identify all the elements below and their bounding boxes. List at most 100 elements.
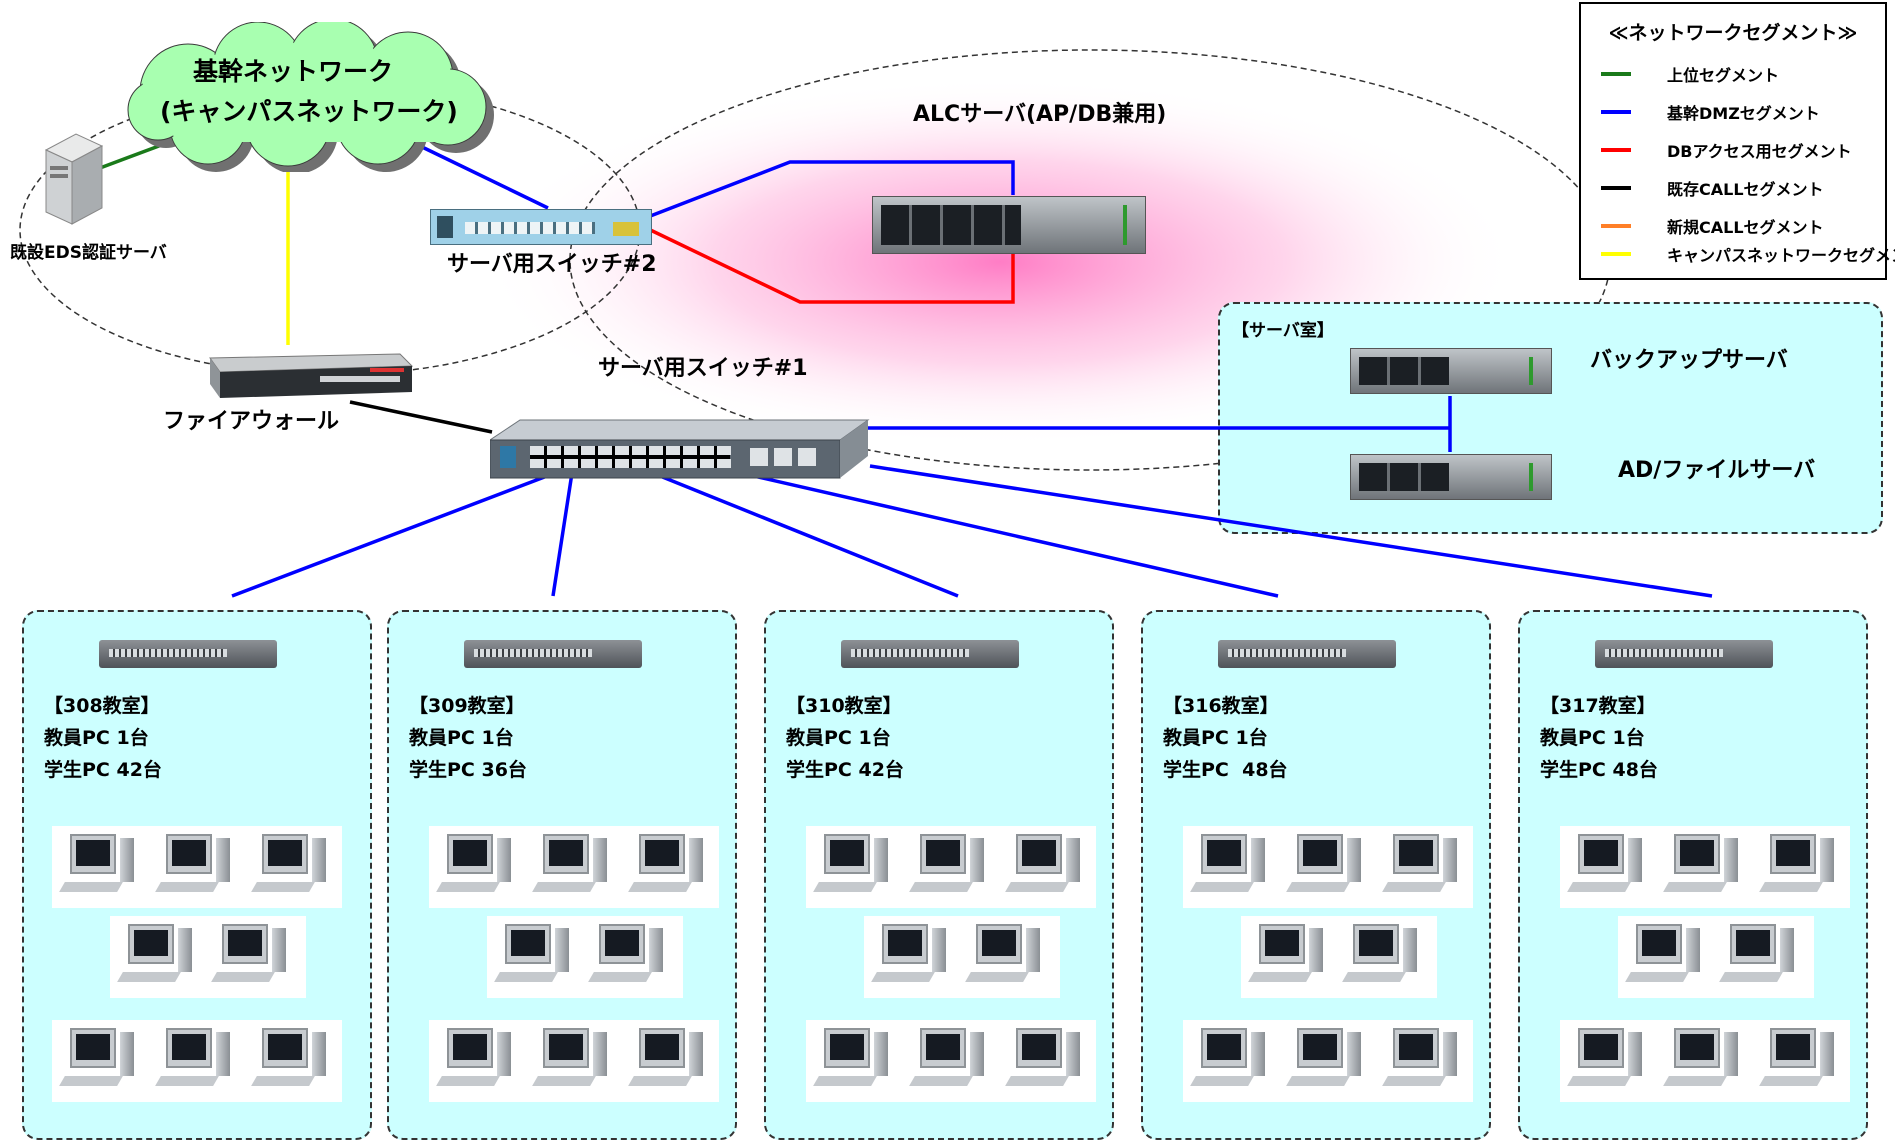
link-switch1-310 <box>659 474 959 598</box>
pc-icon <box>59 832 146 904</box>
pc-row <box>52 1020 342 1102</box>
pc-icon <box>628 1026 715 1098</box>
room-student-pc: 学生PC 36台 <box>409 759 527 781</box>
room-switch-icon <box>464 640 642 668</box>
room-student-pc: 学生PC 48台 <box>1540 759 1658 781</box>
pc-row <box>806 826 1096 908</box>
room-switch-icon <box>841 640 1019 668</box>
pc-icon <box>628 832 715 904</box>
server-switch-1-icon <box>490 419 870 479</box>
pc-icon <box>1759 1026 1846 1098</box>
pc-icon <box>813 1026 900 1098</box>
room-student-pc: 学生PC 48台 <box>1163 759 1288 781</box>
legend-item: 既存CALLセグメント <box>1601 174 1824 202</box>
server-room-title: 【サーバ室】 <box>1232 321 1334 341</box>
pc-icon <box>211 922 298 994</box>
pc-icon <box>1663 832 1750 904</box>
pc-row <box>806 1020 1096 1102</box>
room-student-pc: 学生PC 42台 <box>44 759 162 781</box>
pc-icon <box>1625 922 1712 994</box>
pc-icon <box>1382 1026 1469 1098</box>
server-switch-2-label: サーバ用スイッチ#2 <box>447 252 657 277</box>
pc-row <box>1560 826 1850 908</box>
alc-server-label: ALCサーバ(AP/DB兼用) <box>913 102 1167 127</box>
pc-icon <box>532 832 619 904</box>
pc-icon <box>909 1026 996 1098</box>
pc-icon <box>813 832 900 904</box>
pc-icon <box>1286 1026 1373 1098</box>
pc-icon <box>588 922 675 994</box>
pc-row <box>487 916 683 998</box>
server-room-panel: 【サーバ室】 バックアップサーバ AD/ファイルサーバ <box>1218 302 1883 534</box>
pc-icon <box>1005 1026 1092 1098</box>
pc-icon <box>909 832 996 904</box>
classroom-308: 【308教室】 教員PC 1台 学生PC 42台 <box>22 610 372 1140</box>
pc-icon <box>1567 1026 1654 1098</box>
pc-row <box>1183 1020 1473 1102</box>
legend-item: キャンパスネットワークセグメント <box>1601 240 1895 268</box>
classroom-310: 【310教室】 教員PC 1台 学生PC 42台 <box>764 610 1114 1140</box>
link-switch1-308 <box>231 471 556 598</box>
pc-row <box>864 916 1060 998</box>
firewall-label: ファイアウォール <box>163 409 340 434</box>
pc-icon <box>436 832 523 904</box>
pc-row <box>1618 916 1814 998</box>
pc-icon <box>251 1026 338 1098</box>
pc-icon <box>1719 922 1806 994</box>
server-switch-1-label: サーバ用スイッチ#1 <box>598 356 808 381</box>
pc-icon <box>494 922 581 994</box>
link-firewall-switch1 <box>349 400 493 434</box>
pc-icon <box>155 832 242 904</box>
pc-icon <box>1759 832 1846 904</box>
pc-icon <box>1248 922 1335 994</box>
room-name: 【308教室】 <box>44 695 160 717</box>
classroom-309: 【309教室】 教員PC 1台 学生PC 36台 <box>387 610 737 1140</box>
pc-icon <box>155 1026 242 1098</box>
legend-item: 新規CALLセグメント <box>1601 212 1824 240</box>
pc-icon <box>1190 832 1277 904</box>
pc-row <box>429 1020 719 1102</box>
ad-file-server-icon <box>1350 454 1552 500</box>
link-cloud-switch2 <box>419 144 549 210</box>
alc-server-icon <box>872 196 1146 254</box>
pc-row <box>1560 1020 1850 1102</box>
pc-row <box>1183 826 1473 908</box>
link-switch1-317 <box>869 464 1713 598</box>
room-switch-icon <box>1595 640 1773 668</box>
pc-icon <box>1567 832 1654 904</box>
pc-icon <box>117 922 204 994</box>
pc-icon <box>965 922 1052 994</box>
room-teacher-pc: 教員PC 1台 <box>1540 727 1645 749</box>
room-name: 【309教室】 <box>409 695 525 717</box>
classroom-317: 【317教室】 教員PC 1台 学生PC 48台 <box>1518 610 1868 1140</box>
firewall-icon <box>209 353 414 398</box>
room-teacher-pc: 教員PC 1台 <box>409 727 514 749</box>
pc-row <box>429 826 719 908</box>
pc-icon <box>871 922 958 994</box>
room-switch-icon <box>1218 640 1396 668</box>
room-switch-icon <box>99 640 277 668</box>
room-name: 【310教室】 <box>786 695 902 717</box>
campus-network-cloud-icon <box>127 22 494 172</box>
link-switch2-alc-db <box>639 223 1015 304</box>
room-student-pc: 学生PC 42台 <box>786 759 904 781</box>
legend-item: 上位セグメント <box>1601 60 1779 88</box>
legend-item: DBアクセス用セグメント <box>1601 136 1852 164</box>
room-teacher-pc: 教員PC 1台 <box>44 727 149 749</box>
eds-server-label: 既設EDS認証サーバ <box>10 243 167 263</box>
classroom-316: 【316教室】 教員PC 1台 学生PC 48台 <box>1141 610 1491 1140</box>
legend-item: 基幹DMZセグメント <box>1601 98 1820 126</box>
room-teacher-pc: 教員PC 1台 <box>1163 727 1268 749</box>
link-switch2-alc-dmz <box>639 160 1015 222</box>
cloud-title: 基幹ネットワーク <box>193 57 394 86</box>
pc-icon <box>1663 1026 1750 1098</box>
pc-icon <box>1005 832 1092 904</box>
legend-title: ≪ネットワークセグメント≫ <box>1608 22 1858 44</box>
pc-row <box>1241 916 1437 998</box>
backup-server-icon <box>1350 348 1552 394</box>
ad-file-server-label: AD/ファイルサーバ <box>1618 458 1816 483</box>
pc-icon <box>1190 1026 1277 1098</box>
link-switch1-316 <box>744 472 1279 598</box>
pc-row <box>52 826 342 908</box>
